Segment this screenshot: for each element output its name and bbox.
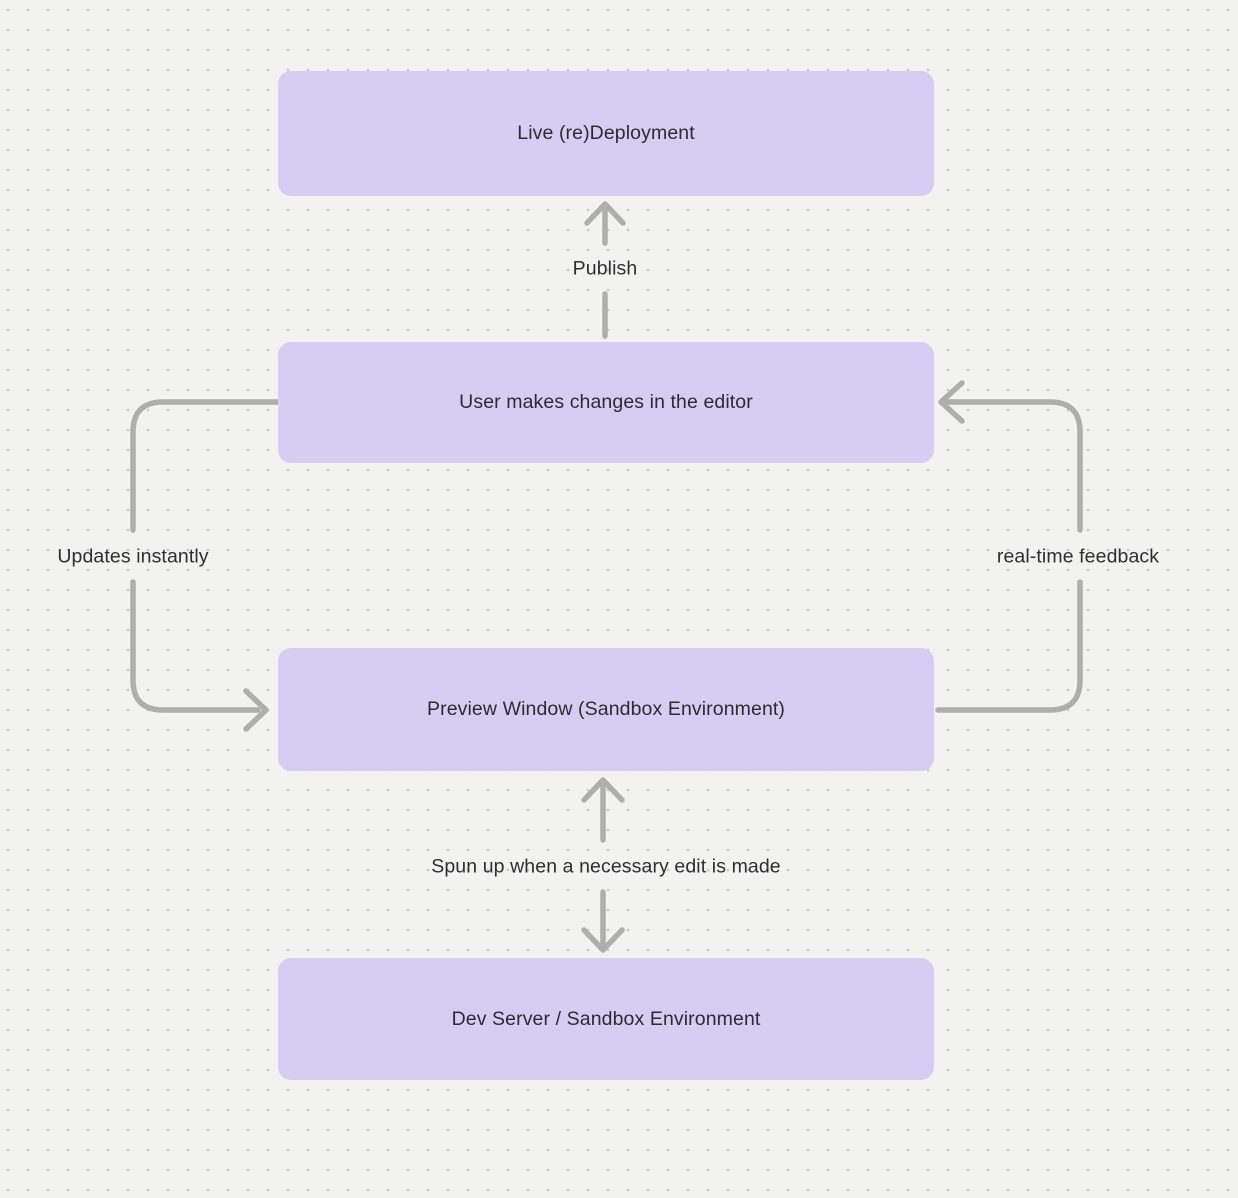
updates-instantly-arrowhead-icon [243, 688, 269, 732]
publish-arrowhead-icon [584, 201, 626, 226]
node-preview[interactable]: Preview Window (Sandbox Environment) [278, 648, 934, 771]
updates-instantly-segment-upper [130, 399, 281, 533]
edge-label-realtime-feedback: real-time feedback [996, 545, 1160, 568]
edge-label-updates-instantly: Updates instantly [57, 545, 209, 568]
spun-up-arrowhead-down-icon [581, 927, 625, 953]
node-editor[interactable]: User makes changes in the editor [278, 342, 934, 463]
node-live-deployment[interactable]: Live (re)Deployment [278, 71, 934, 196]
node-preview-label: Preview Window (Sandbox Environment) [427, 698, 785, 720]
edge-label-spun-up: Spun up when a necessary edit is made [431, 855, 781, 878]
realtime-feedback-segment-lower [935, 579, 1083, 713]
updates-instantly-segment-lower [130, 579, 261, 713]
node-dev-server-label: Dev Server / Sandbox Environment [451, 1007, 761, 1030]
node-dev-server[interactable]: Dev Server / Sandbox Environment [278, 958, 934, 1080]
node-editor-label: User makes changes in the editor [459, 391, 753, 413]
edge-label-publish: Publish [572, 257, 638, 280]
spun-up-arrowhead-up-icon [581, 777, 625, 803]
realtime-feedback-arrowhead-icon [938, 380, 965, 424]
node-live-deployment-label: Live (re)Deployment [517, 122, 695, 144]
realtime-feedback-segment-upper [944, 399, 1083, 533]
